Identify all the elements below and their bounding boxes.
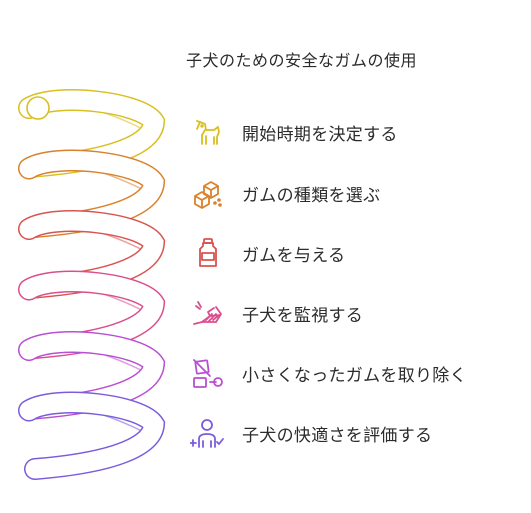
- step-2-label: ガムの種類を選ぶ: [242, 185, 381, 206]
- step-5: 小さくなったガムを取り除く: [188, 353, 518, 393]
- bottle-icon: [188, 233, 228, 273]
- step-3: ガムを与える: [188, 233, 518, 273]
- step-6: 子犬の快適さを評価する: [188, 413, 518, 453]
- scan-hand-icon: [188, 293, 228, 333]
- step-4: 子犬を監視する: [188, 293, 518, 333]
- dog-icon: [188, 112, 228, 152]
- step-3-label: ガムを与える: [242, 245, 346, 266]
- step-2: ガムの種類を選ぶ: [188, 173, 518, 213]
- step-1-label: 開始時期を決定する: [242, 124, 398, 145]
- person-check-icon: [188, 413, 228, 453]
- boxes-icon: [188, 173, 228, 213]
- step-6-label: 子犬の快適さを評価する: [242, 425, 433, 446]
- step-4-label: 子犬を監視する: [242, 305, 364, 326]
- diagram-title: 子犬のための安全なガムの使用: [186, 51, 418, 70]
- spring-coil-fill: [19, 393, 164, 479]
- remove-item-icon: [188, 353, 228, 393]
- step-1: 開始時期を決定する: [188, 112, 518, 152]
- spring-top-cap: [26, 96, 50, 120]
- step-5-label: 小さくなったガムを取り除く: [242, 365, 467, 386]
